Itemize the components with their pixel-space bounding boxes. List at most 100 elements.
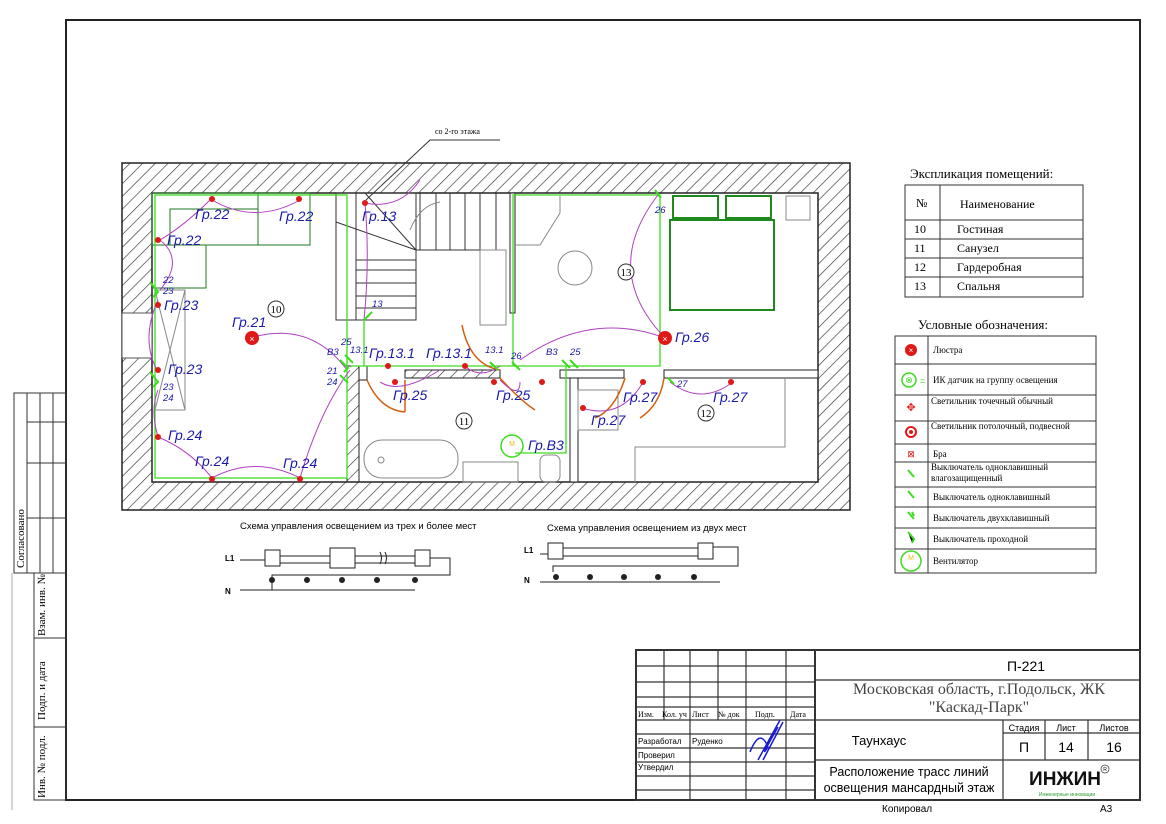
tb-role: Разработал xyxy=(638,737,682,746)
group-label: Гр.24 xyxy=(195,453,229,469)
l1-label: L1 xyxy=(524,546,534,555)
svg-text:×: × xyxy=(662,334,667,344)
switch-mark: В3 xyxy=(327,347,339,358)
company-logo: ИНЖИН Инженерные инновации R xyxy=(1029,764,1110,798)
explication-cell: Санузел xyxy=(957,241,999,255)
project-code: П-221 xyxy=(1007,658,1045,674)
wiring-scheme-two-places: Схема управления освещением из двух мест… xyxy=(524,523,747,585)
l1-label: L1 xyxy=(225,554,235,563)
tb-header: Дата xyxy=(790,710,806,719)
sheet-value: 14 xyxy=(1058,739,1074,755)
stage-value: П xyxy=(1019,739,1029,755)
tb-header: Кол. уч xyxy=(662,710,687,719)
group-label: Гр.В3 xyxy=(528,437,564,453)
svg-text:×: × xyxy=(249,334,254,344)
stamp-sign-date: Подп. и дата xyxy=(36,661,48,720)
svg-text:⊠: ⊠ xyxy=(907,449,915,459)
group-label: Гр.23 xyxy=(168,361,202,377)
tb-header: Подп. xyxy=(755,710,775,719)
chandelier-icon: × xyxy=(905,344,917,356)
sheet-format: А3 xyxy=(1100,804,1113,815)
switch-double-icon xyxy=(907,511,915,520)
tb-header: Лист xyxy=(692,710,709,719)
explication-cell: 13 xyxy=(914,279,926,293)
group-label: Гр.27 xyxy=(591,412,626,428)
stage-label: Стадия xyxy=(1009,723,1040,733)
fan-icon: M xyxy=(500,434,524,458)
explication-header: Наименование xyxy=(960,197,1035,211)
switch-mark: 13.1 xyxy=(350,345,369,356)
explication-cell: 12 xyxy=(914,260,926,274)
stamp-replace-inv: Взам. инв. № xyxy=(36,574,48,636)
switch-waterproof-icon xyxy=(907,469,915,478)
svg-text:M: M xyxy=(509,441,515,448)
scheme-title: Схема управления освещением из трех и бо… xyxy=(240,521,477,532)
window xyxy=(121,312,153,359)
explication-cell: Гостиная xyxy=(957,222,1004,236)
room-number: 11 xyxy=(459,416,470,428)
group-label: Гр.25 xyxy=(496,387,530,403)
copied-label: Копировал xyxy=(882,804,932,815)
ir-sensor-icon: ⊗= xyxy=(901,372,925,388)
light-fixtures xyxy=(155,196,734,482)
object-name: Таунхаус xyxy=(852,733,907,748)
logo-subtitle: Инженерные инновации xyxy=(1039,792,1095,798)
svg-text:⊗: ⊗ xyxy=(905,375,913,385)
svg-text:✥: ✥ xyxy=(906,402,915,414)
room-number: 10 xyxy=(271,304,283,316)
switch-mark: 22 xyxy=(162,275,174,286)
switch-single-icon xyxy=(907,490,915,499)
group-label: Гр.25 xyxy=(393,387,427,403)
explication-cell: 11 xyxy=(914,241,926,255)
sheet-label: Лист xyxy=(1056,723,1076,733)
room-number: 13 xyxy=(621,267,633,279)
group-label: Гр.23 xyxy=(164,297,198,313)
legend-label: Выключатель одноклавишный xyxy=(933,492,1050,502)
svg-text:M: M xyxy=(908,555,914,562)
explication-header: № xyxy=(916,196,927,210)
group-label: Гр.13.1 xyxy=(369,345,415,361)
explication-cell: 10 xyxy=(914,222,926,236)
title-block xyxy=(635,649,1141,801)
group-label: Гр.27 xyxy=(713,389,748,405)
switch-mark: 23 xyxy=(162,382,174,393)
floor-plan: × × M 10 11 12 13 со 2-го этажа Гр.22 Гр… xyxy=(121,127,851,511)
legend-title: Условные обозначения: xyxy=(918,317,1048,332)
group-label: Гр.22 xyxy=(167,232,201,248)
spotlight-icon: ✥ xyxy=(906,402,915,414)
group-label: Гр.24 xyxy=(283,455,317,471)
sconce-icon: ⊠ xyxy=(907,449,915,459)
group-label: Гр.22 xyxy=(195,206,229,222)
svg-text:×: × xyxy=(909,346,914,355)
legend-label: Вентилятор xyxy=(933,556,979,566)
explication-cell: Гардеробная xyxy=(957,260,1022,274)
svg-text:=: = xyxy=(920,376,925,386)
switch-mark: 25 xyxy=(569,347,581,358)
project-address: Московская область, г.Подольск, ЖК "Каск… xyxy=(852,681,1105,716)
tb-role: Проверил xyxy=(638,751,675,760)
group-label: Гр.26 xyxy=(675,329,709,345)
group-label: Гр.21 xyxy=(232,314,266,330)
group-label: Гр.13.1 xyxy=(426,345,472,361)
fan-icon: M xyxy=(900,550,922,572)
switch-mark: 24 xyxy=(162,393,174,404)
legend-label: Люстра xyxy=(933,345,962,355)
switch-mark: 24 xyxy=(326,377,338,388)
tb-role: Утвердил xyxy=(638,763,674,772)
signature xyxy=(749,719,784,761)
wiring-scheme-three-places: Схема управления освещением из трех и бо… xyxy=(225,521,477,596)
scheme-title: Схема управления освещением из двух мест xyxy=(547,523,747,534)
tb-header: Изм. xyxy=(638,710,654,719)
explication-title: Экспликация помещений: xyxy=(910,166,1053,181)
n-label: N xyxy=(524,576,530,585)
switch-mark: 26 xyxy=(654,205,666,216)
legend-table xyxy=(894,335,1097,574)
group-label: Гр.24 xyxy=(168,427,202,443)
tb-person: Руденко xyxy=(692,737,723,746)
switch-mark: В3 xyxy=(546,347,558,358)
switch-mark: 23 xyxy=(162,286,174,297)
sheets-label: Листов xyxy=(1099,723,1128,733)
legend-label: Бра xyxy=(933,449,947,459)
